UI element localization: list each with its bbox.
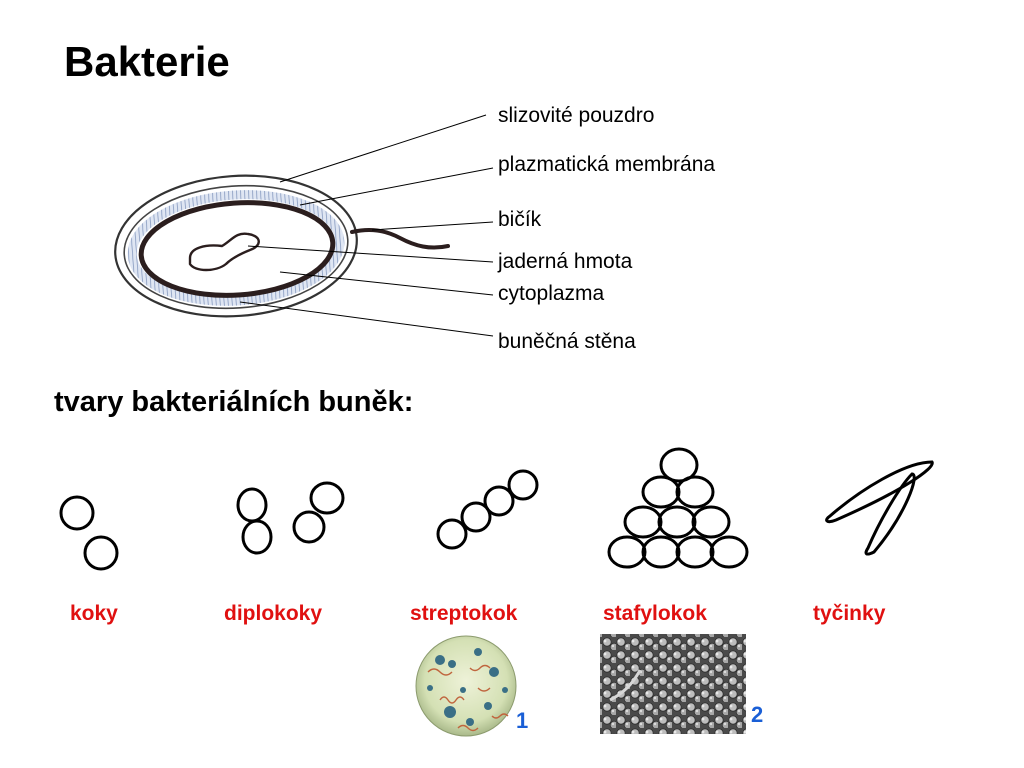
label-cell-wall: buněčná stěna: [498, 330, 636, 353]
label-flagellum: bičík: [498, 208, 542, 231]
streptococcus-shape: [436, 469, 539, 550]
leader-line-cytoplasm: [279, 271, 494, 296]
nucleoid: [188, 232, 260, 272]
label-diplokoky: diplokoky: [224, 602, 323, 625]
leader-line-capsule: [279, 114, 487, 183]
label-streptokok: streptokok: [410, 602, 518, 625]
staphylococcus-shape: [607, 447, 749, 569]
flagellum: [350, 228, 450, 250]
cell-wall-band: [127, 190, 345, 306]
plasma-membrane: [138, 200, 336, 298]
label-nucleoid: jaderná hmota: [498, 250, 633, 273]
capsule-outline: [114, 174, 358, 318]
cocci-shape: [59, 495, 119, 571]
label-stafylokok: stafylokok: [603, 602, 707, 625]
page-title: Bakterie: [64, 38, 230, 85]
leader-line-cellwall: [239, 301, 494, 337]
label-cytoplasm: cytoplazma: [498, 282, 605, 305]
photo-number-1: 1: [516, 708, 529, 733]
photo-number-2: 2: [751, 702, 764, 727]
shapes-title: tvary bakteriálních buněk:: [54, 386, 414, 418]
leader-line-flagellum: [371, 221, 494, 231]
leader-line-membrane: [299, 167, 494, 206]
capsule-inner-outline: [123, 184, 349, 310]
leader-line-nucleoid: [247, 245, 494, 263]
label-plasma-membrane: plazmatická membrána: [498, 153, 716, 176]
diplococci-shape: [236, 481, 345, 555]
bacterium-cell-diagram: [114, 114, 494, 337]
label-capsule: slizovité pouzdro: [498, 104, 655, 127]
label-koky: koky: [70, 602, 118, 625]
bacilli-shape: [825, 460, 934, 556]
label-tycinky: tyčinky: [813, 602, 886, 625]
